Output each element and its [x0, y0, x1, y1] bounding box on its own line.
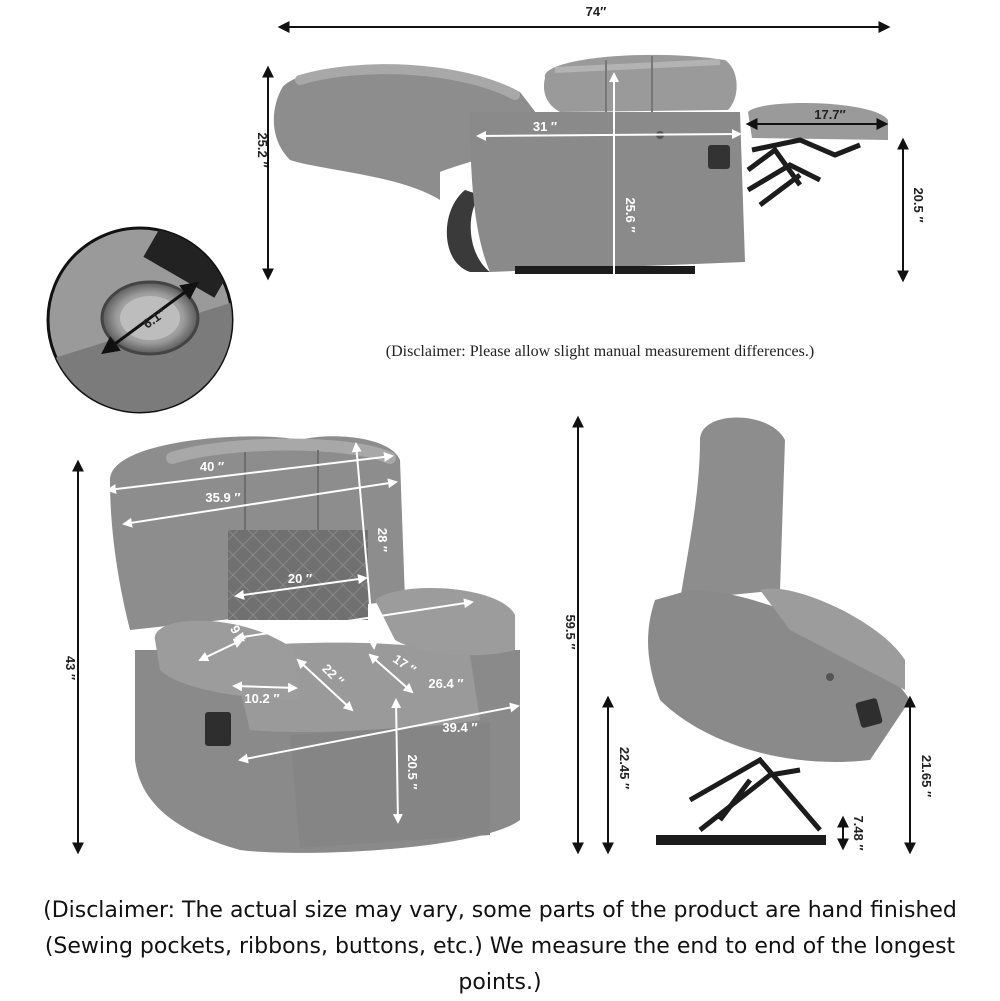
arm-height-label: 9 ″ [227, 623, 249, 645]
lift-dimensions: 59.5 ″ 22.45 ″ 21.65 ″ 7.48 ″ [563, 415, 934, 855]
overall-height-label: 43 ″ [63, 656, 78, 680]
footrest-mechanism [746, 137, 861, 207]
lift-arm [760, 588, 905, 690]
lift-base-height-label: 7.48 ″ [851, 815, 866, 850]
top-dimensions: 74″ 25.2 ″ 31 ″ 17.7″ 25.6 ″ 20.5 ″ [255, 4, 926, 284]
size-disclaimer: (Disclaimer: The actual size may vary, s… [43, 898, 957, 995]
chair-back [273, 68, 540, 200]
lift-mechanism [688, 756, 822, 832]
lift-side-view [648, 417, 910, 845]
back-height-label: 28 ″ [375, 528, 390, 552]
chair-body [470, 112, 745, 272]
seat-to-arm-width-label: 31 ″ [533, 119, 557, 134]
remote-pocket [205, 712, 231, 746]
base-width-label: 39.4 ″ [442, 720, 477, 735]
front-dimensions: 40 ″ 35.9 ″ 28 ″ 20 ″ 40.15 ″ 9 ″ 10.2 ″… [63, 442, 520, 855]
remote-pocket [855, 698, 883, 728]
lift-total-height-label: 59.5 ″ [563, 614, 578, 649]
footrest-height-label: 20.5 ″ [911, 187, 926, 222]
back-width-label: 35.9 ″ [205, 490, 240, 505]
lift-seat [648, 590, 910, 762]
front-view [110, 436, 520, 853]
lift-back [680, 417, 785, 600]
inner-width-label: 40.15 ″ [291, 622, 333, 637]
base-frame [515, 266, 695, 274]
lift-base-frame [656, 835, 826, 845]
seat-height-label: 20.5 ″ [405, 754, 420, 789]
cup-holder-inset: 6.1″ [46, 226, 234, 414]
side-height-label: 25.6 ″ [623, 197, 638, 232]
recline-length-label: 74″ [586, 4, 607, 19]
reclined-side-view [273, 54, 888, 274]
lift-back-height-label: 21.65 ″ [919, 755, 934, 797]
rocker-base [446, 190, 490, 272]
lumbar-width-label: 20 ″ [288, 571, 312, 586]
seat-width-label: 26.4 ″ [428, 676, 463, 691]
arm-width-label: 10.2 ″ [244, 691, 279, 706]
recline-height-label: 25.2 ″ [255, 132, 270, 167]
hinge-icon [143, 228, 232, 298]
lift-front-height-label: 22.45 ″ [617, 747, 632, 789]
footrest-depth-label: 17.7″ [814, 107, 846, 122]
overall-width-label: 40 ″ [200, 459, 224, 474]
remote-pocket [708, 145, 730, 169]
measurement-disclaimer: (Disclaimer: Please allow slight manual … [385, 343, 815, 360]
footrest-flap [290, 722, 490, 848]
